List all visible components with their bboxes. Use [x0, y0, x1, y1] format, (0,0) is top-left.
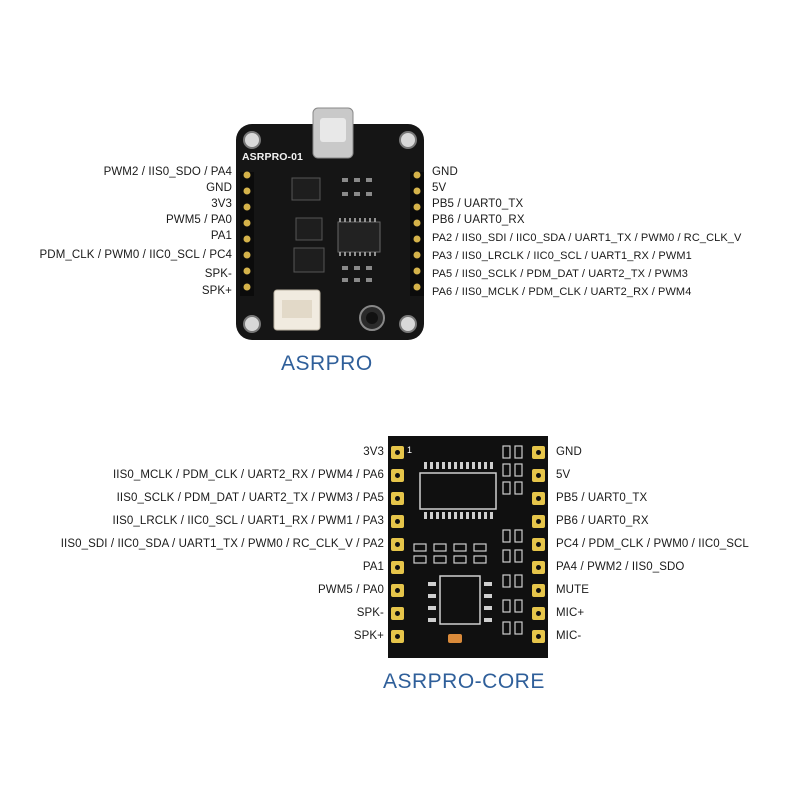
ic-footprint-pads [424, 462, 493, 519]
asrpro-right-pin-label: PB6 / UART0_RX [432, 214, 525, 226]
core-right-pin-label: MUTE [556, 584, 589, 596]
asrpro-left-pin-label: SPK+ [201, 285, 232, 297]
asrpro-title: ASRPRO [281, 352, 373, 375]
asrpro-left-pin-label: PWM5 / PA0 [166, 214, 232, 226]
mount-hole [399, 315, 417, 333]
asrpro-right-pin-label: PA6 / IIS0_MCLK / PDM_CLK / UART2_RX / P… [432, 286, 692, 298]
pin1-marker: 1 [407, 445, 413, 455]
core-left-pin-label: IIS0_SCLK / PDM_DAT / UART2_TX / PWM3 / … [116, 492, 384, 504]
usb-c-port [320, 118, 346, 142]
mount-hole [243, 315, 261, 333]
core-left-pin-label: 3V3 [363, 446, 384, 458]
core-right-pin-label: PB5 / UART0_TX [556, 492, 648, 504]
core-left-pin-label: PWM5 / PA0 [318, 584, 384, 596]
core-right-pin-label: PC4 / PDM_CLK / PWM0 / IIC0_SCL [556, 538, 749, 550]
lower-ic-pads [428, 582, 492, 622]
core-left-pin-label: IIS0_SDI / IIC0_SDA / UART1_TX / PWM0 / … [60, 538, 384, 550]
asrpro-core-title: ASRPRO-CORE [383, 670, 545, 693]
core-right-pin-label: PB6 / UART0_RX [556, 515, 649, 527]
asrpro-right-pin-label: GND [432, 166, 458, 178]
core-left-pin-label: IIS0_MCLK / PDM_CLK / UART2_RX / PWM4 / … [112, 469, 384, 481]
ic-pins [339, 218, 376, 256]
core-left-pin-label: IIS0_LRCLK / IIC0_SCL / UART1_RX / PWM1 … [112, 515, 384, 527]
chip [295, 217, 323, 241]
asrpro-right-pin-label: PA5 / IIS0_SCLK / PDM_DAT / UART2_TX / P… [432, 268, 688, 280]
core-left-pin-label: PA1 [362, 561, 384, 573]
core-left-pin-label: SPK- [356, 607, 384, 619]
core-right-pin-label: GND [556, 446, 582, 458]
smd-parts [342, 178, 372, 282]
asrpro-left-pin-label: GND [206, 182, 232, 194]
mount-hole [399, 131, 417, 149]
left-header [240, 171, 254, 296]
asrpro-left-pin-label: PWM2 / IIS0_SDO / PA4 [103, 166, 232, 178]
board-silkscreen: ASRPRO-01 [242, 151, 303, 163]
asrpro-left-pin-label: SPK- [204, 268, 232, 280]
asrpro-right-pin-label: 5V [432, 182, 447, 194]
ic-outline [419, 472, 497, 510]
core-right-pin-label: 5V [556, 469, 571, 481]
lower-ic-outline [439, 575, 481, 625]
asrpro-left-pin-label: PDM_CLK / PWM0 / IIC0_SCL / PC4 [39, 249, 232, 261]
chip [291, 177, 321, 201]
pad-holes [395, 450, 541, 639]
asrpro-right-pin-label: PB5 / UART0_TX [432, 198, 524, 210]
asrpro-right-pin-label: PA3 / IIS0_LRCLK / IIC0_SCL / UART1_RX /… [432, 250, 692, 262]
asrpro-pcb [236, 124, 424, 340]
asrpro-left-pin-label: PA1 [210, 230, 232, 242]
smd-capacitor [448, 634, 462, 643]
right-header [410, 171, 424, 296]
mount-hole [243, 131, 261, 149]
core-right-pin-label: MIC- [556, 630, 582, 642]
passive-outlines [413, 445, 523, 635]
core-right-pin-label: PA4 / PWM2 / IIS0_SDO [556, 561, 685, 573]
asrpro-right-pin-label: PA2 / IIS0_SDI / IIC0_SDA / UART1_TX / P… [432, 232, 742, 244]
asrpro-left-pin-label: 3V3 [211, 198, 232, 210]
core-left-pin-label: SPK+ [353, 630, 384, 642]
core-right-pin-label: MIC+ [556, 607, 585, 619]
microphone-grille [366, 312, 378, 324]
chip [293, 247, 325, 273]
main-ic [337, 221, 381, 253]
connector-socket [282, 300, 312, 318]
